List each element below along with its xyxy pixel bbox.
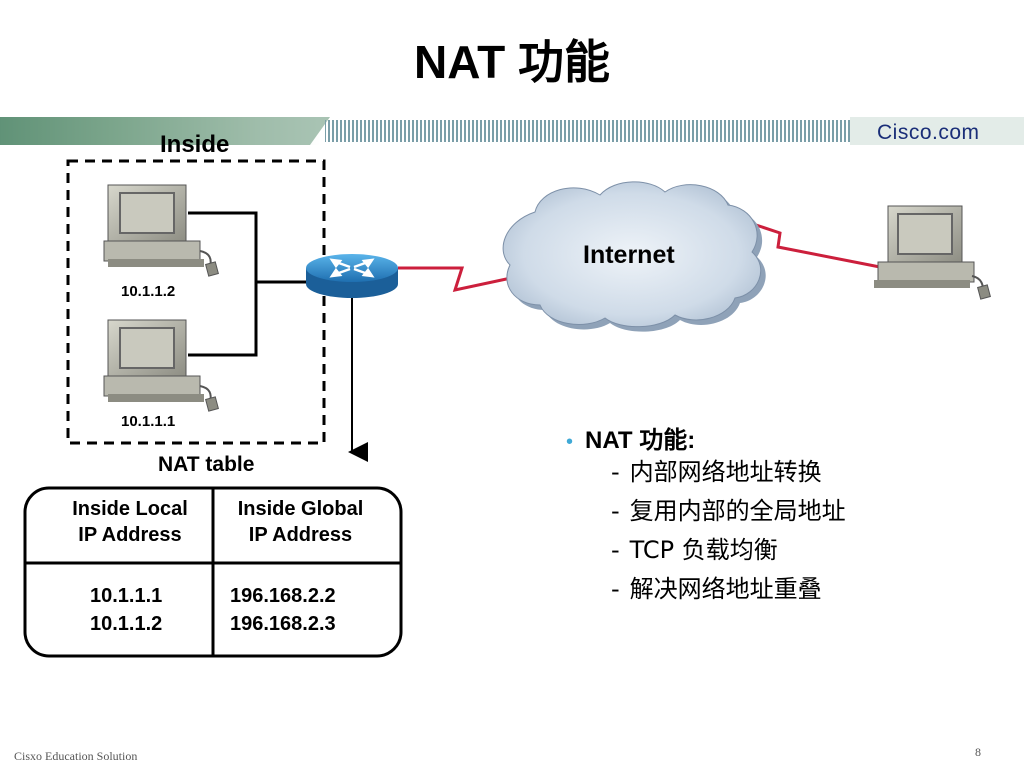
pc-icon-host-2	[103, 319, 219, 412]
wire-pc2	[188, 282, 258, 357]
table-column-inside-global: 196.168.2.2 196.168.2.3	[230, 582, 336, 638]
list-item: -复用内部的全局地址	[611, 492, 846, 531]
footer-text: Cisxo Education Solution	[14, 749, 138, 763]
bullet-heading-text: NAT 功能:	[585, 427, 696, 454]
page-number: 8	[975, 745, 981, 759]
table-cell: 196.168.2.3	[230, 613, 336, 635]
list-item: -内部网络地址转换	[611, 453, 846, 492]
internet-cloud-icon	[502, 181, 766, 332]
dash-icon: -	[611, 575, 620, 603]
serial-link-left	[398, 266, 526, 293]
host-ip-label: 10.1.1.2	[121, 283, 176, 300]
inside-label: Inside	[160, 131, 230, 158]
bullet-sub-list: -内部网络地址转换 -复用内部的全局地址 -TCP 负载均衡 -解决网络地址重叠	[611, 453, 846, 609]
header-banner	[0, 117, 1024, 145]
list-item-text: 复用内部的全局地址	[629, 497, 846, 525]
slide-title: NAT 功能	[414, 36, 610, 88]
table-cell: 10.1.1.2	[90, 613, 163, 635]
wire-pc1	[188, 211, 310, 284]
nat-table-label: NAT table	[158, 453, 255, 476]
table-cell: 10.1.1.1	[90, 585, 163, 607]
cisco-logo-text: Cisco.com	[877, 121, 980, 144]
dash-icon: -	[611, 536, 620, 564]
router-icon	[306, 254, 398, 298]
dash-icon: -	[611, 458, 620, 486]
list-item: -TCP 负载均衡	[611, 531, 846, 570]
pc-icon-host-1	[103, 184, 219, 277]
table-cell: 196.168.2.2	[230, 585, 336, 607]
bullet-heading: • NAT 功能:	[566, 420, 695, 455]
bullet-dot-icon: •	[566, 431, 574, 453]
pc-icon-remote-host	[874, 205, 991, 300]
list-item-text: 解决网络地址重叠	[629, 575, 822, 603]
table-column-inside-local: 10.1.1.1 10.1.1.2	[90, 582, 162, 638]
internet-label: Internet	[583, 241, 675, 269]
list-item-text: TCP 负载均衡	[629, 536, 778, 564]
list-item-text: 内部网络地址转换	[629, 458, 822, 486]
dash-icon: -	[611, 497, 620, 525]
host-ip-label: 10.1.1.1	[121, 413, 176, 430]
inside-boundary	[66, 159, 326, 445]
list-item: -解决网络地址重叠	[611, 570, 846, 609]
